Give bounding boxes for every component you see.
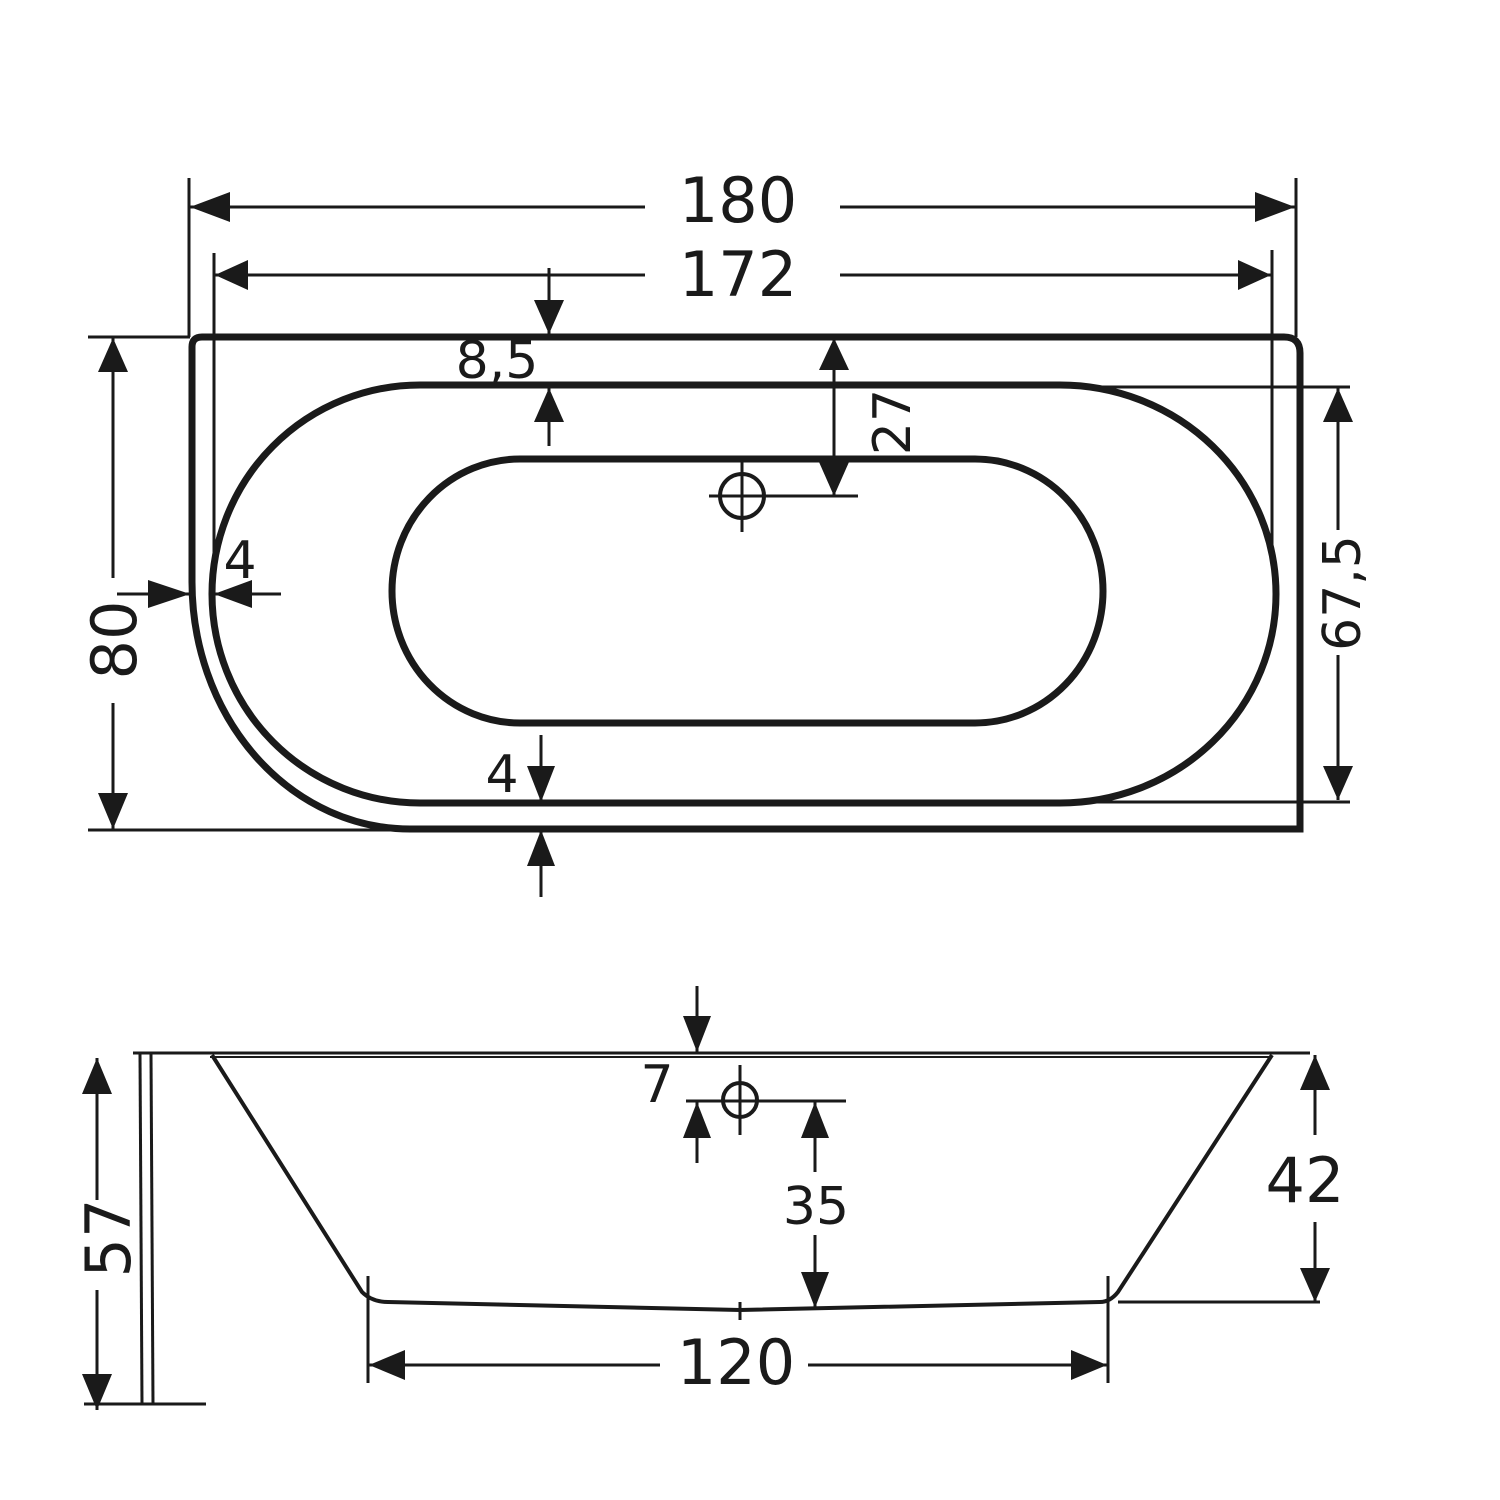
dim-overall-width: 80 xyxy=(78,335,410,832)
dim-bottom-length: 120 xyxy=(366,1276,1110,1399)
tub-side-profile xyxy=(210,1053,1274,1313)
dim-basin-depth: 42 xyxy=(1118,1055,1345,1304)
dim-inner-length: 172 xyxy=(212,238,1274,580)
side-view: 57 7 35 42 xyxy=(72,986,1344,1410)
dim-overall-length: 180 xyxy=(187,164,1298,337)
svg-text:120: 120 xyxy=(677,1326,795,1399)
dim-basin-width: 67,5 xyxy=(1090,385,1373,804)
svg-text:172: 172 xyxy=(679,238,797,311)
dim-overall-height: 57 xyxy=(72,1058,145,1410)
svg-text:8,5: 8,5 xyxy=(456,331,539,391)
svg-text:57: 57 xyxy=(72,1199,145,1278)
svg-text:180: 180 xyxy=(679,164,797,237)
svg-text:4: 4 xyxy=(223,531,256,591)
dim-rim-bottom: 4 xyxy=(485,735,555,897)
svg-text:7: 7 xyxy=(640,1055,673,1115)
svg-text:80: 80 xyxy=(78,601,151,680)
top-view: 180 172 8,5 27 xyxy=(78,164,1373,897)
tub-outer-outline xyxy=(188,333,1304,833)
tub-rim-oval xyxy=(208,381,1280,807)
dim-overflow-offset: 7 xyxy=(640,986,711,1163)
tub-basin-oval xyxy=(388,455,1107,727)
svg-text:42: 42 xyxy=(1266,1144,1345,1217)
svg-text:27: 27 xyxy=(863,389,923,455)
dim-drain-height: 35 xyxy=(783,1102,849,1308)
svg-text:67,5: 67,5 xyxy=(1313,535,1373,651)
svg-text:35: 35 xyxy=(783,1177,849,1237)
dim-side-rim-left: 4 xyxy=(117,531,281,608)
dim-drain-offset: 27 xyxy=(819,338,923,496)
overflow-symbol-icon xyxy=(686,1065,846,1135)
svg-text:4: 4 xyxy=(485,745,518,805)
dim-rim-offset-top: 8,5 xyxy=(456,268,564,446)
